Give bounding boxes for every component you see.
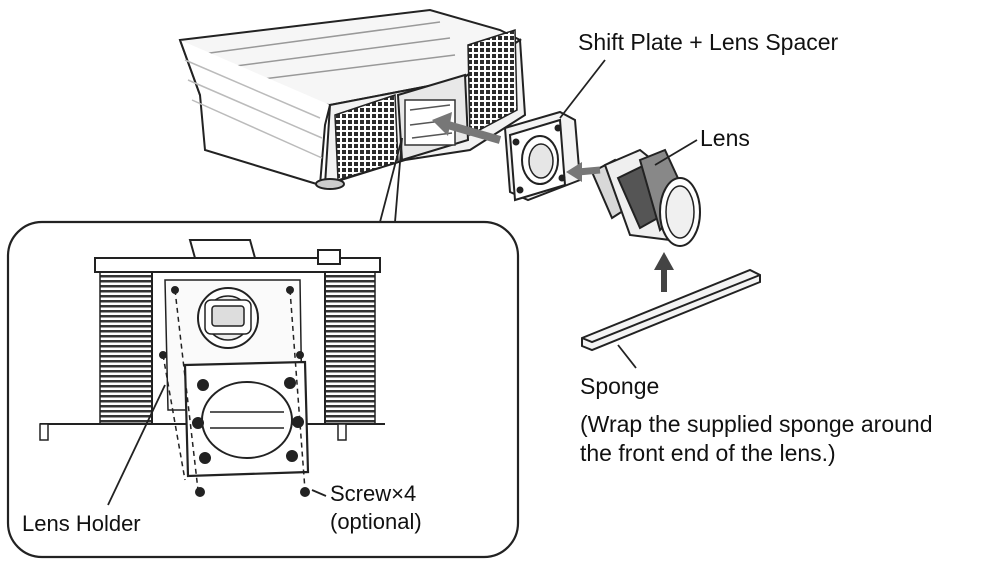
label-lens-holder: Lens Holder — [22, 510, 141, 538]
label-sponge-note-line1: (Wrap the supplied sponge around — [580, 410, 932, 439]
projector-body — [180, 10, 525, 189]
label-shift-plate: Shift Plate + Lens Spacer — [578, 28, 838, 57]
label-sponge-note-line2: the front end of the lens.) — [580, 439, 932, 468]
leader-sponge — [618, 345, 636, 368]
label-screw: Screw×4 (optional) — [330, 480, 422, 535]
label-screw-optional: (optional) — [330, 508, 422, 536]
label-screw-count: Screw×4 — [330, 480, 422, 508]
shift-plate — [505, 112, 580, 200]
screw-left — [196, 488, 204, 496]
sponge — [582, 270, 760, 350]
lens — [592, 150, 700, 246]
label-sponge-note: (Wrap the supplied sponge around the fro… — [580, 410, 932, 468]
leader-shift-plate — [560, 60, 605, 118]
screw-right — [301, 488, 309, 496]
label-sponge: Sponge — [580, 372, 659, 401]
arrow-sponge-to-lens — [654, 252, 674, 292]
label-lens: Lens — [700, 124, 750, 153]
